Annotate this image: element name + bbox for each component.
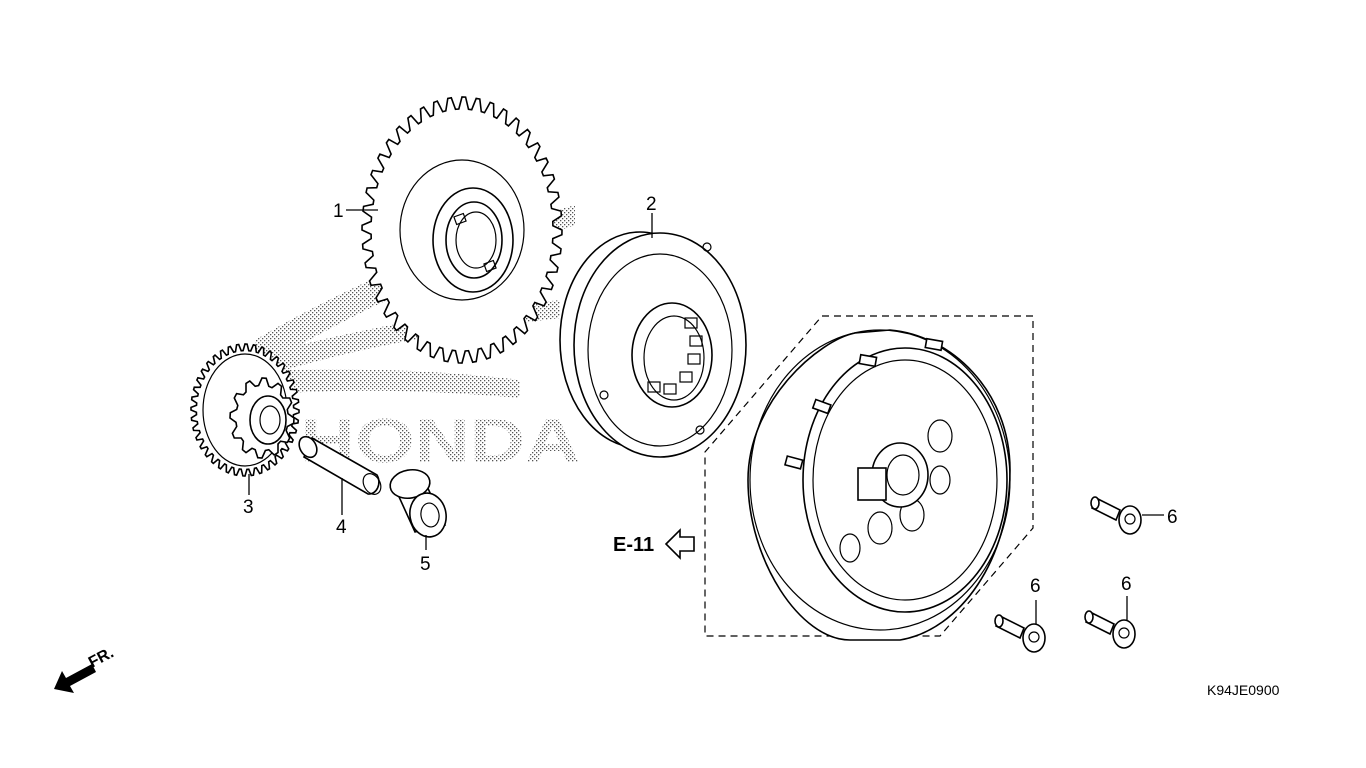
part-6-bolt-a bbox=[1090, 496, 1142, 535]
callout-4: 4 bbox=[336, 517, 347, 538]
callout-1: 1 bbox=[333, 201, 344, 222]
reference-label: E-11 bbox=[613, 534, 654, 556]
callout-2: 2 bbox=[646, 194, 657, 215]
callout-6b: 6 bbox=[1030, 576, 1041, 597]
flywheel-assembly bbox=[747, 329, 1011, 641]
callout-6a: 6 bbox=[1167, 507, 1178, 528]
reference-E-11: E-11 bbox=[613, 528, 695, 560]
part-6-bolt-b bbox=[994, 614, 1046, 653]
part-1-starter-driven-sprocket bbox=[361, 96, 563, 364]
callout-3: 3 bbox=[243, 497, 254, 518]
part-3-reduction-gear bbox=[190, 343, 300, 477]
flywheel-group-outline bbox=[704, 315, 1034, 637]
part-4-gear-shaft bbox=[298, 435, 382, 495]
part-5-collar bbox=[389, 468, 447, 538]
hollow-arrow-icon bbox=[664, 528, 695, 560]
part-2-starter-clutch bbox=[559, 231, 747, 458]
callout-5: 5 bbox=[420, 554, 431, 575]
front-direction-indicator: FR. bbox=[54, 644, 117, 693]
part-6-bolt-c bbox=[1084, 610, 1136, 649]
front-arrow-icon bbox=[54, 664, 96, 693]
callout-6c: 6 bbox=[1121, 574, 1132, 595]
drawing-code: K94JE0900 bbox=[1207, 682, 1280, 698]
